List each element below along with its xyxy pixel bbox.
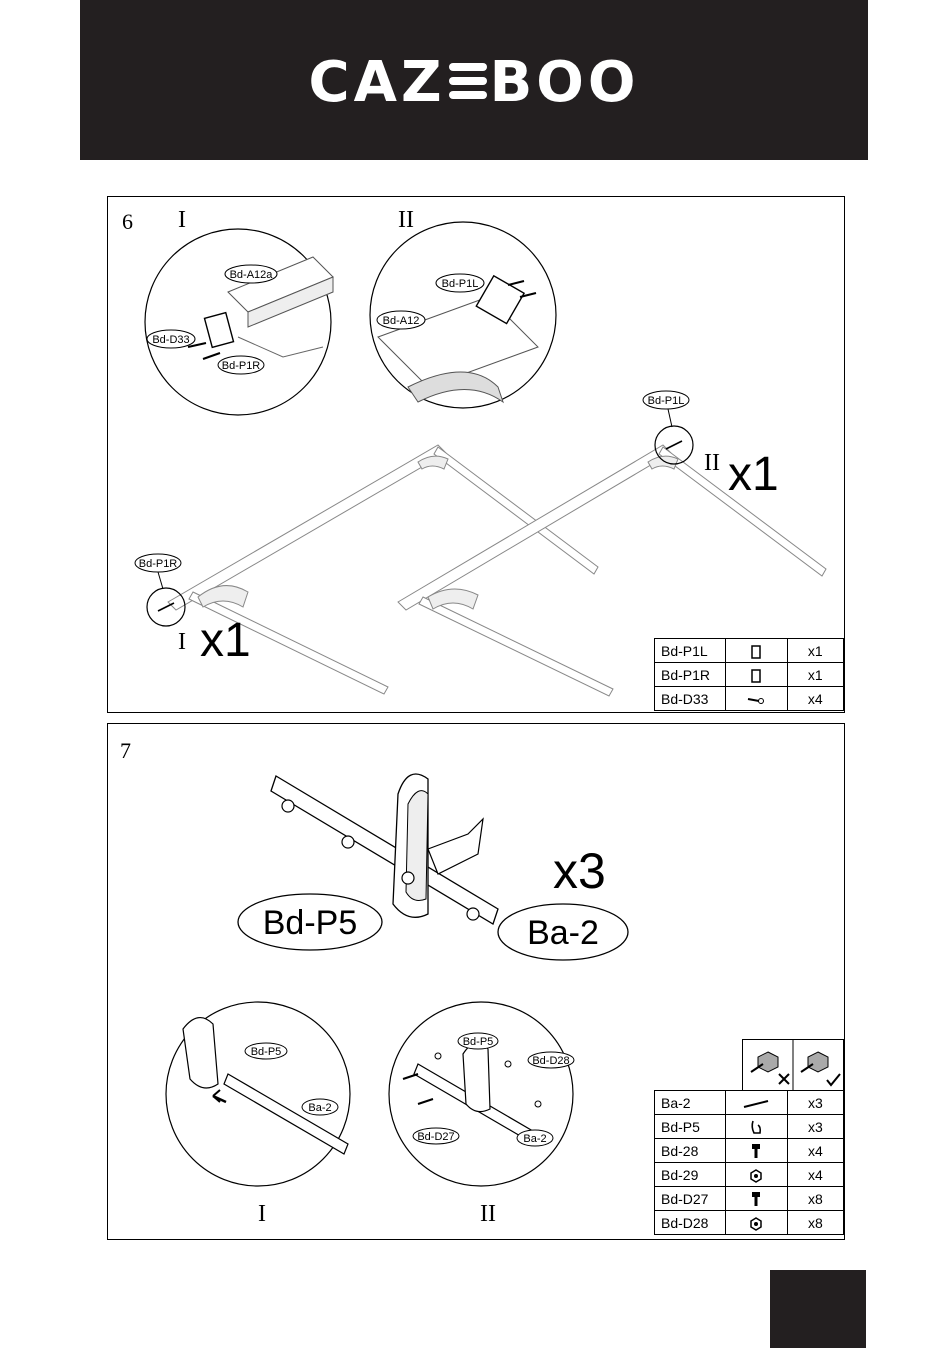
brand-logo-part1: CAZ <box>309 50 446 115</box>
callout-bd-p1l: Bd-P1L <box>442 278 479 290</box>
nut-icon <box>749 1217 763 1231</box>
callout-ba-2: Ba-2 <box>523 1133 546 1145</box>
part-qty: x1 <box>787 663 843 687</box>
table-row: Ba-2 x3 <box>655 1091 844 1115</box>
bolt-icon <box>750 1191 762 1207</box>
part-qty: x3 <box>787 1091 843 1115</box>
part-qty: x8 <box>787 1211 843 1235</box>
detail-circle-i: Bd-P5 Ba-2 <box>166 1002 350 1186</box>
callout-bd-a12a: Bd-A12a <box>230 269 274 281</box>
bolt-nut-cross-icon <box>751 1052 789 1084</box>
bolt-icon <box>750 1143 762 1159</box>
marker-callout-bd-p1l: Bd-P1L <box>648 395 685 407</box>
step-6-panel: 6 I II Bd-A12a Bd-D33 Bd-P1R <box>107 196 845 713</box>
detail-i-label: I <box>258 1201 266 1228</box>
quantity-main: x3 <box>553 842 606 900</box>
callout-bd-a12: Bd-A12 <box>383 315 420 327</box>
main-marker-i: I <box>178 629 186 656</box>
quantity-i: x1 <box>200 613 251 668</box>
detail-circle-ii: Bd-P1L Bd-A12 <box>370 222 556 408</box>
table-row: Bd-29 x4 <box>655 1163 844 1187</box>
part-code: Bd-28 <box>655 1139 726 1163</box>
screw-icon <box>746 695 766 705</box>
parts-table-step-7: Ba-2 x3 Bd-P5 x3 Bd-28 x4 Bd-29 x4 Bd-D2… <box>654 1090 844 1235</box>
bracket-icon <box>749 1119 763 1135</box>
bar-icon <box>742 1099 770 1109</box>
callout-bd-p1r: Bd-P1R <box>222 360 261 372</box>
part-qty: x1 <box>787 639 843 663</box>
part-qty: x3 <box>787 1115 843 1139</box>
table-row: Bd-D33 x4 <box>655 687 844 711</box>
part-code: Bd-D27 <box>655 1187 726 1211</box>
part-qty: x4 <box>787 1139 843 1163</box>
parts-table-step-6: Bd-P1L x1 Bd-P1R x1 Bd-D33 x4 <box>654 638 844 711</box>
table-row: Bd-D28 x8 <box>655 1211 844 1235</box>
callout-bd-p5: Bd-P5 <box>251 1046 282 1058</box>
part-qty: x4 <box>787 1163 843 1187</box>
plate-icon <box>749 669 763 683</box>
table-row: Bd-P5 x3 <box>655 1115 844 1139</box>
detail-circle-ii: Bd-P5 Bd-D28 Bd-D27 Ba-2 <box>389 1002 574 1186</box>
nut-icon <box>749 1169 763 1183</box>
quantity-ii: x1 <box>728 447 779 502</box>
page-corner-tab <box>770 1270 866 1348</box>
callout-bd-d27: Bd-D27 <box>417 1131 454 1143</box>
part-qty: x8 <box>787 1187 843 1211</box>
detail-ii-label: II <box>480 1201 496 1228</box>
table-row: Bd-P1R x1 <box>655 663 844 687</box>
marker-callout-bd-p1r: Bd-P1R <box>139 558 178 570</box>
part-code: Bd-D33 <box>655 687 726 711</box>
fastener-warning-box <box>742 1039 844 1090</box>
callout-bd-p5-large: Bd-P5 <box>263 904 358 942</box>
part-code: Bd-D28 <box>655 1211 726 1235</box>
plate-icon <box>749 645 763 659</box>
part-code: Ba-2 <box>655 1091 726 1115</box>
part-code: Bd-P1L <box>655 639 726 663</box>
callout-ba-2: Ba-2 <box>308 1102 331 1114</box>
detail-circle-i: Bd-A12a Bd-D33 Bd-P1R <box>145 229 333 415</box>
callout-bd-d28: Bd-D28 <box>532 1055 569 1067</box>
zoom-marker-i: Bd-P1R <box>135 554 185 626</box>
brand-logo-e-icon <box>449 59 487 103</box>
brand-logo: CAZ BOO <box>80 50 868 115</box>
brand-logo-part2: BOO <box>490 50 640 115</box>
callout-bd-d33: Bd-D33 <box>152 334 189 346</box>
part-code: Bd-29 <box>655 1163 726 1187</box>
part-qty: x4 <box>787 687 843 711</box>
callout-bd-p5: Bd-P5 <box>463 1036 494 1048</box>
part-code: Bd-P5 <box>655 1115 726 1139</box>
bolt-nut-check-icon <box>801 1052 840 1085</box>
table-row: Bd-P1L x1 <box>655 639 844 663</box>
header-banner: CAZ BOO <box>80 0 868 160</box>
table-row: Bd-D27 x8 <box>655 1187 844 1211</box>
main-marker-ii: II <box>704 450 720 477</box>
step-7-panel: 7 Bd-P5 Ba-2 Bd-P5 Ba-2 <box>107 723 845 1240</box>
callout-ba-2-large: Ba-2 <box>527 914 599 952</box>
part-code: Bd-P1R <box>655 663 726 687</box>
table-row: Bd-28 x4 <box>655 1139 844 1163</box>
